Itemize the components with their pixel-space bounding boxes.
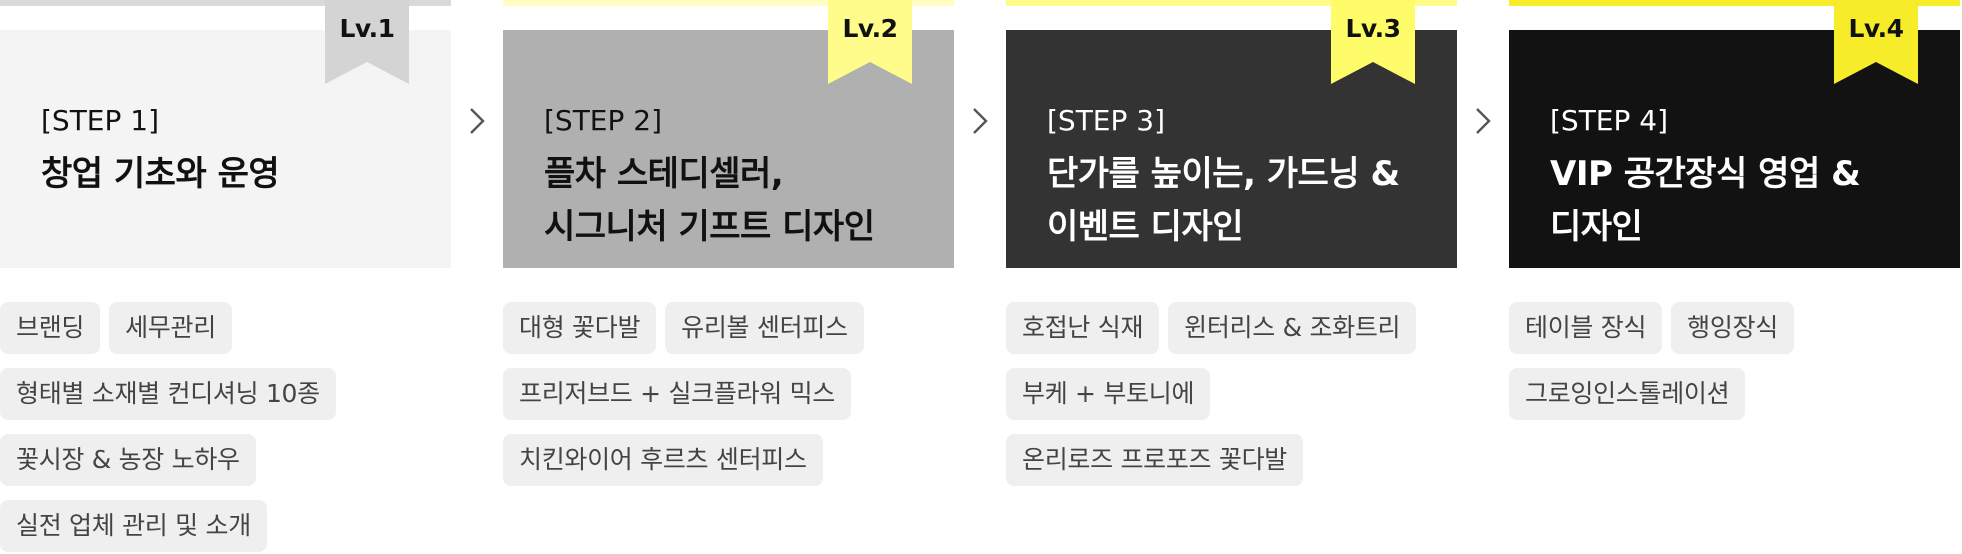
tag-row: 실전 업체 관리 및 소개 [0,500,276,552]
step-2-top-line [503,0,954,6]
ribbon-bookmark-icon [1834,0,1918,84]
tag: 부케 + 부토니에 [1006,368,1211,420]
step-3-top-line [1006,0,1457,6]
tag: 프리저브드 + 실크플라워 믹스 [503,368,851,420]
tag: 세무관리 [109,302,232,354]
step-3-label: [STEP 3] [1047,104,1166,137]
tag-row: 치킨와이어 후르츠 센터피스 [503,434,832,486]
step-4-title-line-2: 디자인 [1550,207,1643,247]
step-4-card: [STEP 4] VIP 공간장식 영업 & 디자인 [1509,30,1960,268]
step-3-level: Lv.3 [1345,14,1401,43]
step-1-level: Lv.1 [339,14,395,43]
step-4-top-line [1509,0,1960,6]
step-1-title: 창업 기초와 운영 [41,148,280,201]
step-2-title-line-1: 플차 스테디셀러, [544,154,784,194]
chevron-right-icon [973,108,988,134]
step-1-label: [STEP 1] [41,104,160,137]
step-2-level: Lv.2 [842,14,898,43]
tag: 브랜딩 [0,302,101,354]
step-2-level-badge: Lv.2 [828,0,912,84]
step-3-card: [STEP 3] 단가를 높이는, 가드닝 & 이벤트 디자인 [1006,30,1457,268]
tag-row: 꽃시장 & 농장 노하우 [0,434,265,486]
step-2-title: 플차 스테디셀러, 시그니처 기프트 디자인 [544,148,875,254]
step-1-level-badge: Lv.1 [325,0,409,84]
tag-row: 온리로즈 프로포즈 꽃다발 [1006,434,1312,486]
tag: 치킨와이어 후르츠 센터피스 [503,434,823,486]
step-3-title: 단가를 높이는, 가드닝 & 이벤트 디자인 [1047,148,1400,254]
chevron-right-icon [470,108,485,134]
tag: 꽃시장 & 농장 노하우 [0,434,256,486]
step-3-title-line-1: 단가를 높이는, 가드닝 & [1047,154,1400,194]
step-2-label: [STEP 2] [544,104,663,137]
step-4-label: [STEP 4] [1550,104,1669,137]
tag-row: 형태별 소재별 컨디셔닝 10종 [0,368,345,420]
step-1-title-line-1: 창업 기초와 운영 [41,154,280,194]
tag: 대형 꽃다발 [503,302,657,354]
step-2-card: [STEP 2] 플차 스테디셀러, 시그니처 기프트 디자인 [503,30,954,268]
ribbon-bookmark-icon [828,0,912,84]
step-1-top-line [0,0,451,6]
step-3-level-badge: Lv.3 [1331,0,1415,84]
tag: 온리로즈 프로포즈 꽃다발 [1006,434,1303,486]
tag: 유리볼 센터피스 [665,302,864,354]
tag-row: 부케 + 부토니에 [1006,368,1219,420]
chevron-right-icon [1476,108,1491,134]
tag-row: 프리저브드 + 실크플라워 믹스 [503,368,860,420]
tag: 실전 업체 관리 및 소개 [0,500,267,552]
step-2-title-line-2: 시그니처 기프트 디자인 [544,207,875,247]
tag: 호접난 식재 [1006,302,1160,354]
tag: 테이블 장식 [1509,302,1663,354]
tag: 그로잉인스톨레이션 [1509,368,1746,420]
tag: 행잉장식 [1671,302,1794,354]
step-3-title-line-2: 이벤트 디자인 [1047,207,1244,247]
step-4-title-line-1: VIP 공간장식 영업 & [1550,154,1861,194]
ribbon-bookmark-icon [325,0,409,84]
step-4-level: Lv.4 [1848,14,1904,43]
tag: 윈터리스 & 조화트리 [1168,302,1417,354]
tag: 형태별 소재별 컨디셔닝 10종 [0,368,336,420]
ribbon-bookmark-icon [1331,0,1415,84]
step-4-title: VIP 공간장식 영업 & 디자인 [1550,148,1861,254]
step-4-level-badge: Lv.4 [1834,0,1918,84]
step-1-card: [STEP 1] 창업 기초와 운영 [0,30,451,268]
tag-row: 그로잉인스톨레이션 [1509,368,1754,420]
